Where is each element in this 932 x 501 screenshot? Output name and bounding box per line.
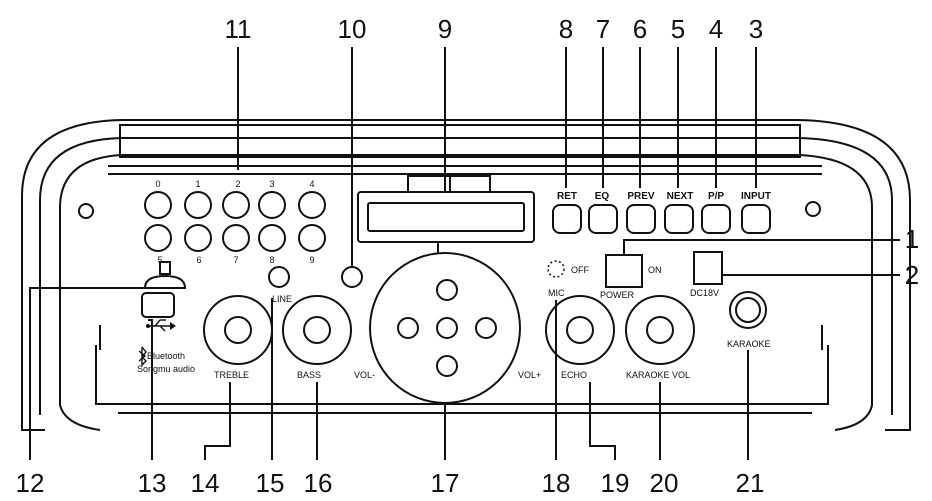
indicator-led [341, 266, 363, 288]
treble-label: TREBLE [214, 370, 249, 380]
vol-plus-label: VOL+ [518, 370, 541, 380]
btn-label-ret: RET [557, 191, 577, 202]
key-label-2: 2 [235, 179, 240, 189]
usb-port-icon[interactable] [141, 292, 175, 318]
usb-cap [143, 274, 187, 289]
btn-label-prev: PREV [627, 191, 655, 202]
ret-button[interactable] [552, 204, 582, 234]
callout-4: 4 [709, 14, 723, 44]
off-label: OFF [571, 265, 589, 275]
callout-19: 19 [601, 468, 630, 498]
usb-symbol-icon [146, 319, 176, 332]
callout-15: 15 [256, 468, 285, 498]
callout-16: 16 [304, 468, 333, 498]
songmu-label: Songmu audio [137, 364, 195, 374]
power-label: POWER [600, 290, 635, 300]
number-key-9[interactable] [298, 224, 326, 252]
key-label-8: 8 [269, 255, 274, 265]
key-label-3: 3 [269, 179, 274, 189]
key-label-7: 7 [233, 255, 238, 265]
number-key-7[interactable] [222, 224, 250, 252]
sd-card-icon [159, 261, 171, 275]
wheel-center-button[interactable] [436, 317, 458, 339]
btn-label-pp: P/P [708, 191, 724, 202]
function-buttons: RET EQ PREV NEXT P/P INPUT [552, 191, 771, 234]
callout-17: 17 [431, 468, 460, 498]
number-keypad: 0 1 2 3 4 5 6 7 8 9 [144, 179, 326, 265]
bass-label: BASS [297, 370, 321, 380]
karaoke-vol-label: KARAOKE VOL [626, 370, 690, 380]
callout-2: 2 [905, 260, 919, 290]
key-label-5: 5 [157, 255, 162, 265]
callout-10: 10 [338, 14, 367, 44]
vol-minus-label: VOL- [354, 370, 375, 380]
input-button[interactable] [741, 204, 771, 234]
line-in-jack[interactable] [268, 266, 290, 288]
number-key-4[interactable] [298, 191, 326, 219]
bluetooth-label: Bluetooth [147, 351, 185, 361]
line-label: LINE [272, 294, 292, 304]
wheel-left-button[interactable] [397, 317, 419, 339]
wheel-down-button[interactable] [436, 355, 458, 377]
knobs: TREBLE BASS VOL- VOL+ ECHO KARAOKE VOL K… [203, 252, 771, 404]
callout-20: 20 [650, 468, 679, 498]
callout-8: 8 [559, 14, 573, 44]
key-label-9: 9 [309, 255, 314, 265]
number-key-3[interactable] [258, 191, 286, 219]
mic-label: MIC [548, 288, 565, 298]
display-unit [357, 175, 535, 256]
callout-numbers: 11 10 9 8 7 6 5 4 3 1 2 12 13 14 15 16 1… [16, 14, 920, 498]
dc-label: DC18V [690, 288, 719, 298]
callout-11: 11 [225, 14, 252, 44]
number-key-2[interactable] [222, 191, 250, 219]
on-label: ON [648, 265, 662, 275]
callout-12: 12 [16, 468, 45, 498]
number-key-0[interactable] [144, 191, 172, 219]
mic-icon [547, 260, 565, 278]
callout-13: 13 [138, 468, 167, 498]
callout-7: 7 [596, 14, 610, 44]
callout-9: 9 [438, 14, 452, 44]
key-label-1: 1 [195, 179, 200, 189]
eq-button[interactable] [588, 204, 618, 234]
callout-1: 1 [905, 224, 919, 254]
wheel-right-button[interactable] [475, 317, 497, 339]
next-button[interactable] [664, 204, 694, 234]
callout-18: 18 [542, 468, 571, 498]
callout-6: 6 [633, 14, 647, 44]
btn-label-eq: EQ [595, 191, 610, 202]
echo-label: ECHO [561, 370, 587, 380]
key-label-6: 6 [196, 255, 201, 265]
power-switch-group: OFF ON POWER MIC [547, 254, 662, 300]
prev-button[interactable] [626, 204, 656, 234]
wheel-up-button[interactable] [436, 279, 458, 301]
callout-3: 3 [749, 14, 763, 44]
bluetooth-icon [138, 346, 147, 367]
karaoke-label: KARAOKE [727, 339, 771, 349]
power-switch[interactable] [605, 254, 643, 288]
key-label-4: 4 [309, 179, 314, 189]
sd-card-slot-icon[interactable] [367, 202, 525, 232]
key-label-0: 0 [155, 179, 160, 189]
dc-power-jack[interactable] [693, 251, 723, 285]
number-key-8[interactable] [258, 224, 286, 252]
number-key-6[interactable] [184, 224, 212, 252]
callout-21: 21 [736, 468, 765, 498]
leader-lines [29, 47, 900, 460]
number-key-1[interactable] [184, 191, 212, 219]
housing [21, 119, 911, 431]
callout-14: 14 [191, 468, 220, 498]
number-key-5[interactable] [144, 224, 172, 252]
callout-5: 5 [671, 14, 685, 44]
usb-area: Bluetooth Songmu audio [137, 261, 195, 374]
play-pause-button[interactable] [701, 204, 731, 234]
btn-label-next: NEXT [667, 191, 694, 202]
btn-label-input: INPUT [741, 191, 771, 202]
